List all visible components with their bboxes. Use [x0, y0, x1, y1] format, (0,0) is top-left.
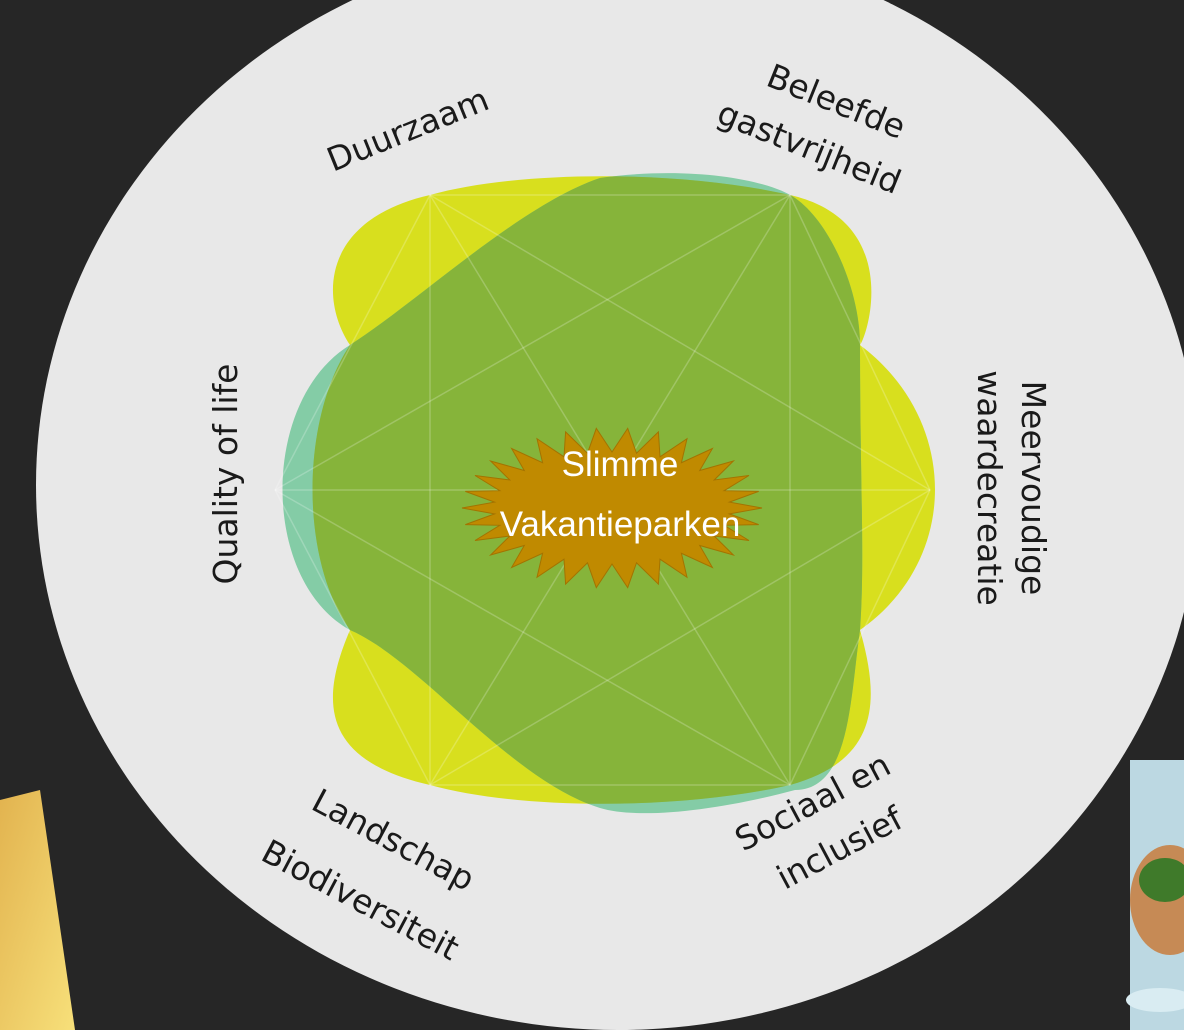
center-label-line1: Slimme	[562, 445, 679, 484]
center-starburst	[461, 427, 763, 589]
label-meervoudige-line1: Meervoudige	[1014, 381, 1053, 596]
yellow-paper-corner	[0, 790, 75, 1030]
center-label-line2: Vakantieparken	[500, 505, 741, 544]
label-quality-of-life: Quality of life	[206, 364, 245, 585]
label-meervoudige-line2: waardecreatie	[970, 370, 1009, 606]
photo-thumbnail-corner	[1126, 760, 1184, 1030]
